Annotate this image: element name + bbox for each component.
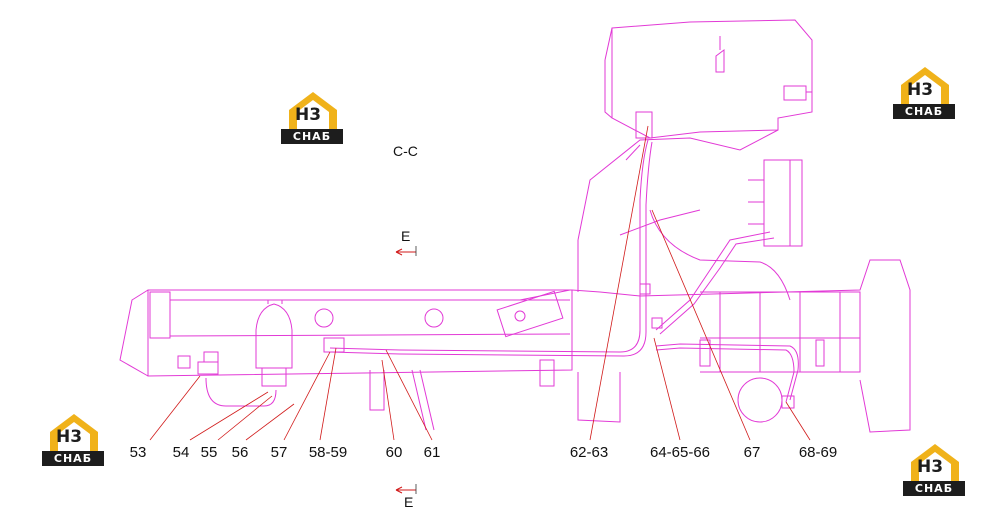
callout-label: 57 bbox=[270, 444, 288, 461]
callout-label: 55 bbox=[200, 444, 218, 461]
callout-label: 62-63 bbox=[569, 444, 609, 461]
watermark-mark: H3 bbox=[917, 457, 944, 477]
view-label-top: E bbox=[401, 228, 411, 244]
callout-label: 61 bbox=[423, 444, 441, 461]
callout-label: 54 bbox=[172, 444, 190, 461]
callout-label: 53 bbox=[129, 444, 147, 461]
watermark-caption: СНАБ bbox=[903, 481, 965, 496]
watermark-mark: H3 bbox=[56, 427, 83, 447]
callout-label: 58-59 bbox=[308, 444, 348, 461]
watermark-logo: H3 СНАБ bbox=[281, 88, 343, 144]
watermark-mark: H3 bbox=[907, 80, 934, 100]
watermark-logo: H3 СНАБ bbox=[893, 63, 955, 119]
section-title: C-C bbox=[393, 143, 418, 159]
watermark-mark: H3 bbox=[295, 105, 322, 125]
callout-label: 60 bbox=[385, 444, 403, 461]
callout-label: 64-65-66 bbox=[649, 444, 711, 461]
callout-label: 67 bbox=[743, 444, 761, 461]
house-icon bbox=[289, 92, 337, 130]
callout-label: 68-69 bbox=[798, 444, 838, 461]
watermark-caption: СНАБ bbox=[893, 104, 955, 119]
watermark-caption: СНАБ bbox=[281, 129, 343, 144]
watermark-logo: H3 СНАБ bbox=[903, 440, 965, 496]
house-icon bbox=[50, 414, 98, 452]
watermark-logo: H3 СНАБ bbox=[42, 410, 104, 466]
house-icon bbox=[901, 67, 949, 105]
view-label-bottom: E bbox=[404, 494, 414, 510]
watermark-caption: СНАБ bbox=[42, 451, 104, 466]
callout-label: 56 bbox=[231, 444, 249, 461]
house-icon bbox=[911, 444, 959, 482]
